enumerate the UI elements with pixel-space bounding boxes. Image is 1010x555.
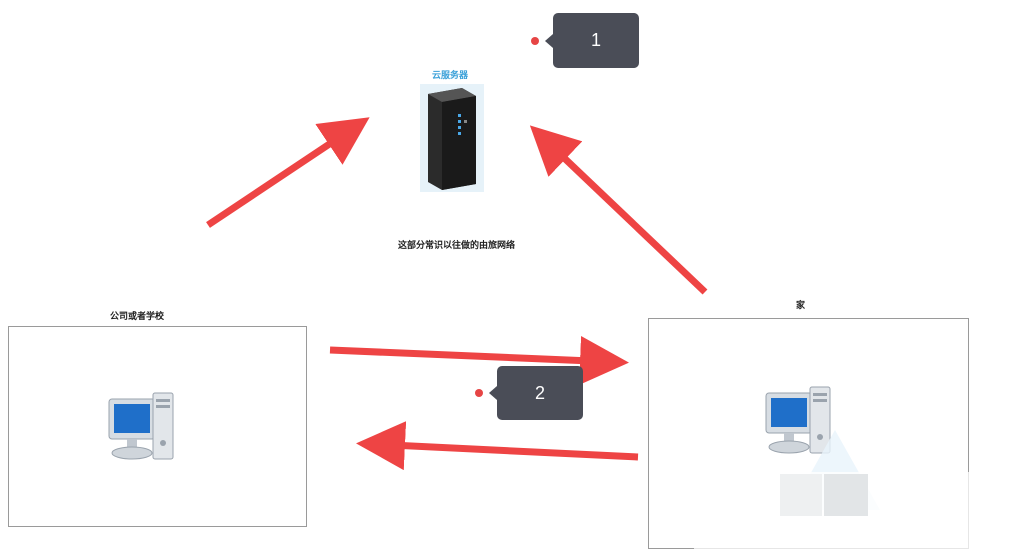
watermark-square-2: [824, 474, 868, 516]
badge-2-dot: [475, 389, 483, 397]
computer-icon-left: [107, 391, 177, 469]
arrow-right-to-server: [529, 125, 708, 295]
arrow-right-to-left: [356, 421, 639, 471]
company-school-box: [8, 326, 307, 527]
watermark-square-1: [780, 474, 822, 516]
arrow-left-to-server: [206, 117, 370, 228]
badge-1-dot: [531, 37, 539, 45]
arrow-left-to-right: [329, 336, 629, 386]
badge-1-tip: [545, 34, 553, 48]
server-icon: [420, 84, 484, 192]
right-box-label: 家: [796, 301, 806, 311]
badge-1[interactable]: 1: [553, 13, 639, 68]
badge-1-text: 1: [590, 30, 601, 50]
badge-2[interactable]: 2: [497, 366, 583, 420]
network-caption: 这部分常识以往做的由旅网络: [398, 241, 516, 251]
badge-2-tip: [489, 386, 497, 400]
computer-icon-right: [764, 385, 834, 463]
left-box-label: 公司或者学校: [110, 312, 165, 322]
server-label: 云服务器: [432, 71, 469, 81]
badge-2-text: 2: [534, 382, 545, 403]
